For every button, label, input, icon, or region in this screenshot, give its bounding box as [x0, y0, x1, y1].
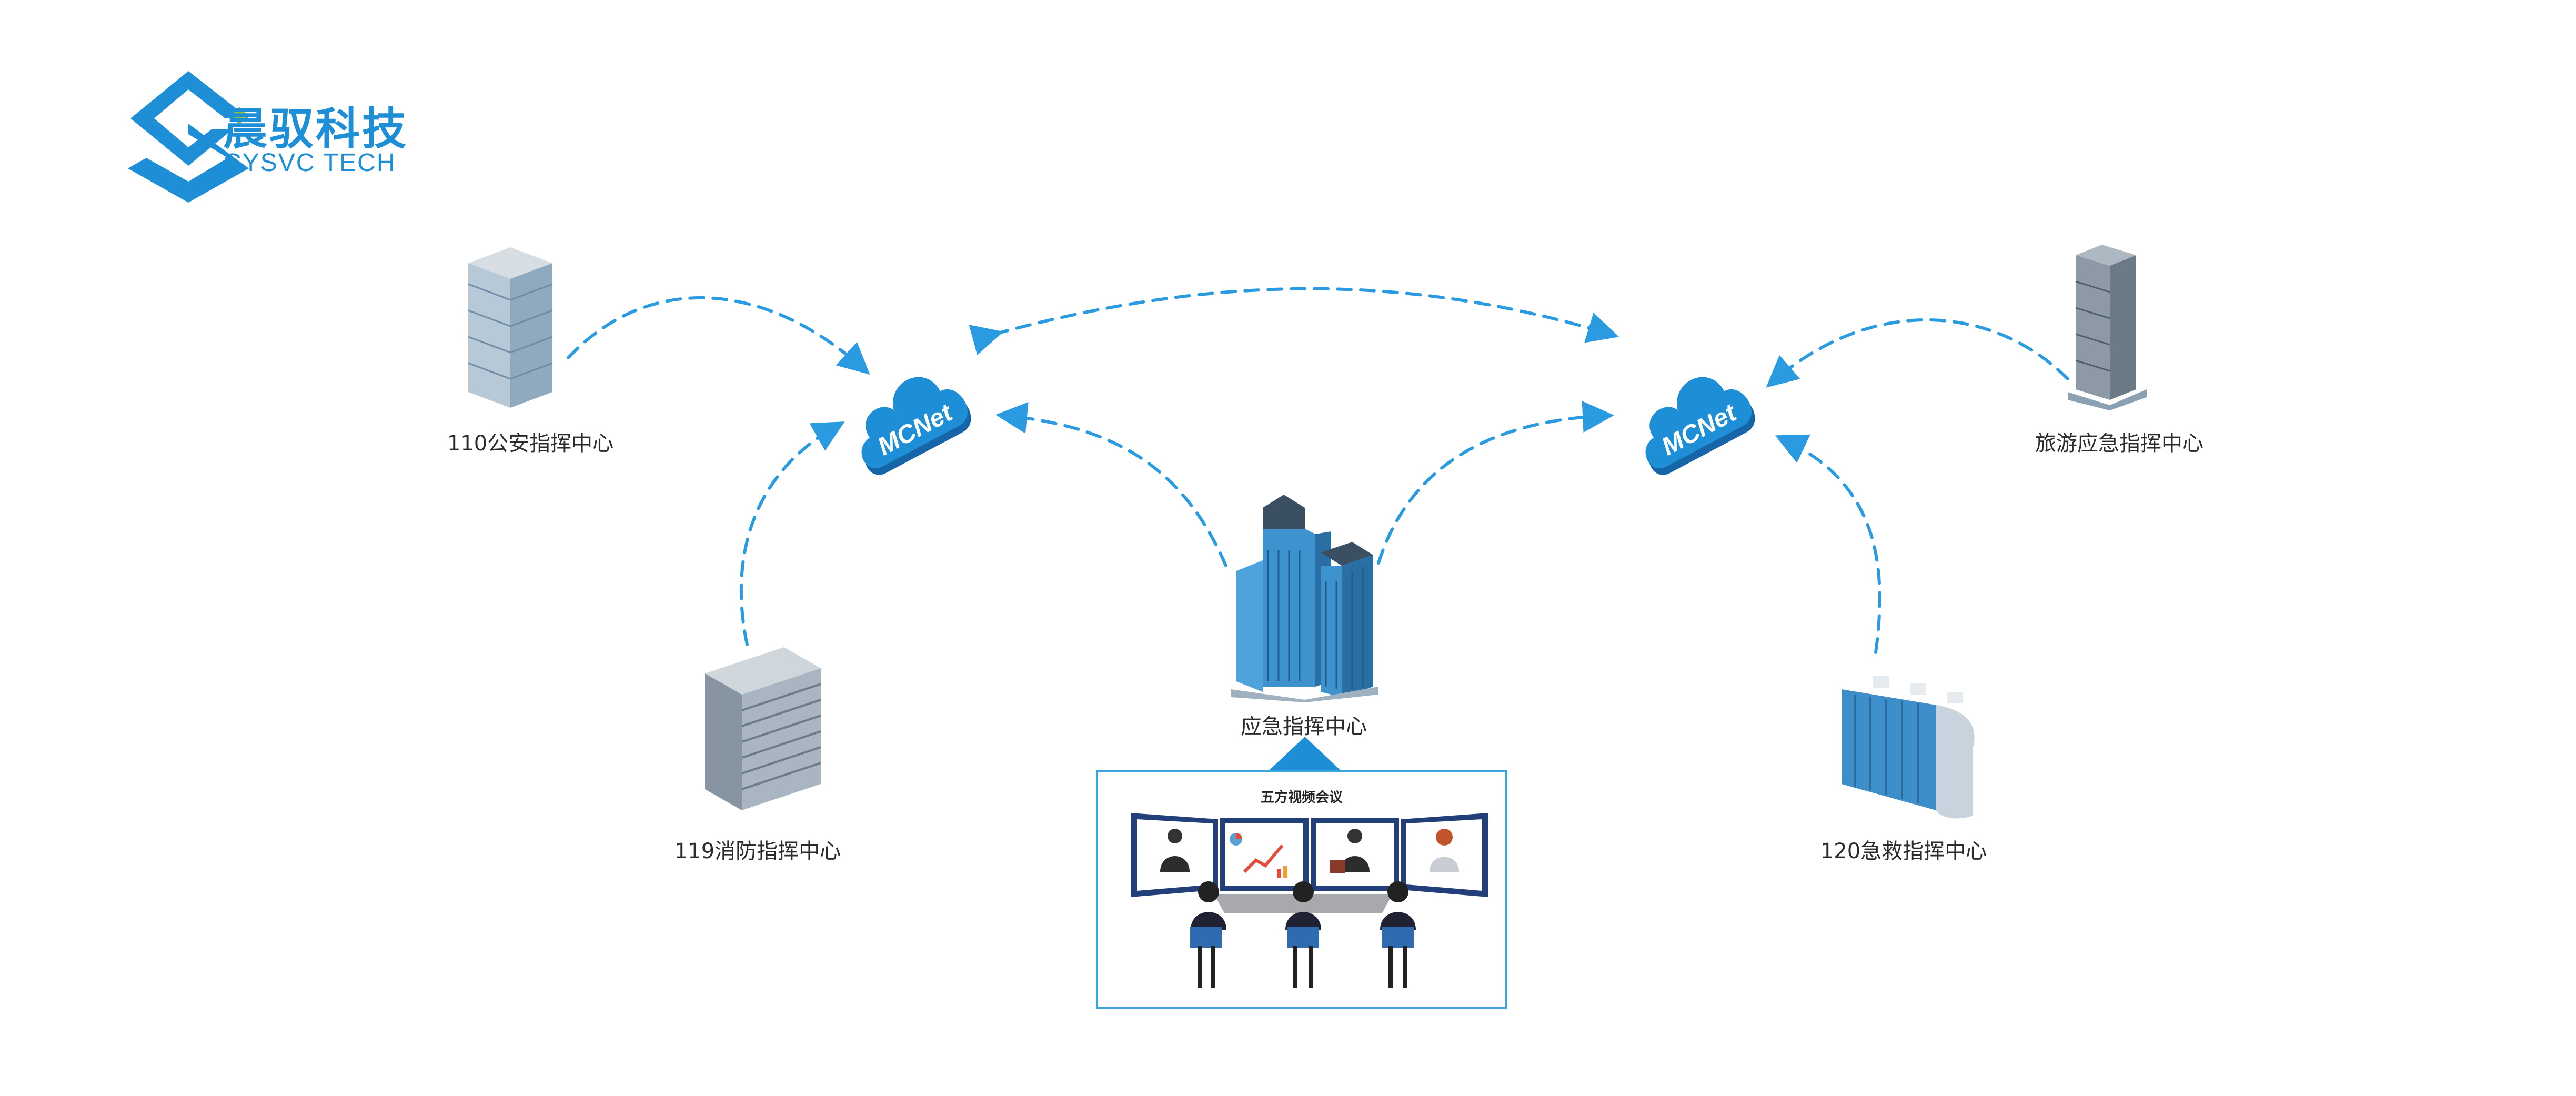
building-ambulance-icon: [1842, 676, 1975, 819]
arrow-emergency-to-right-cloud: [1377, 401, 1614, 565]
conference-title: 五方视频会议: [1260, 790, 1343, 806]
node-label-fire: 119消防指挥中心: [674, 839, 841, 863]
video-screens: [1131, 813, 1488, 897]
node-label-tourism: 旅游应急指挥中心: [2035, 431, 2203, 456]
arrow-police-to-cloud: [567, 296, 870, 375]
arrow-ambulance-to-cloud: [1775, 434, 1881, 654]
mcnet-cloud-right: MCNet: [1645, 377, 1755, 475]
node-label-ambulance: 120急救指挥中心: [1820, 839, 1987, 863]
arrow-tourism-to-cloud: [1766, 318, 2069, 388]
node-label-emergency: 应急指挥中心: [1241, 715, 1367, 739]
logo-name-en: CYSVC TECH: [223, 149, 396, 177]
node-label-police: 110公安指挥中心: [447, 431, 614, 456]
cysvc-logo-icon: [128, 71, 249, 203]
conference-room-illustration: [1131, 813, 1488, 988]
building-tourism-icon: [2068, 245, 2147, 410]
logo-name-cn: 晨驭科技: [223, 103, 409, 155]
building-police-icon: [468, 247, 553, 408]
arrow-cloud-to-cloud: [969, 287, 1619, 356]
mcnet-cloud-left: MCNet: [861, 377, 971, 475]
building-emergency-icon: [1231, 495, 1378, 702]
pointer-triangle: [1268, 737, 1342, 771]
arrow-emergency-to-left-cloud: [995, 402, 1227, 567]
video-conference-panel: 五方视频会议: [1096, 770, 1507, 1009]
building-fire-icon: [705, 647, 821, 810]
arrow-fire-to-cloud: [739, 421, 845, 646]
